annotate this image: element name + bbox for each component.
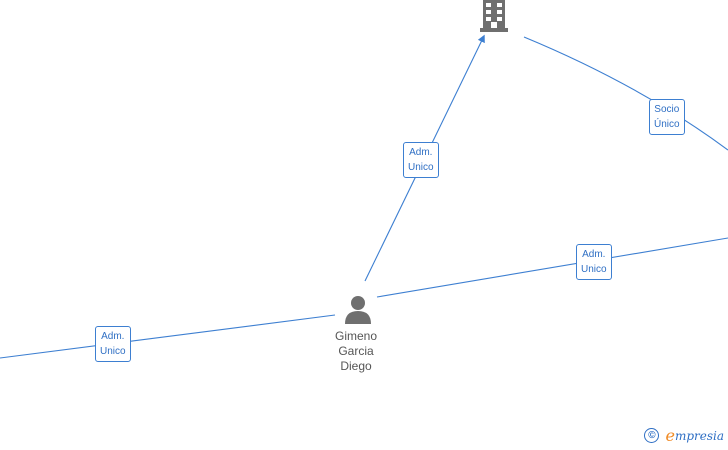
company-node[interactable]	[478, 0, 510, 33]
edge-adm-right	[376, 237, 728, 298]
edge-label-line: Unico	[581, 264, 607, 275]
edge-label-line: Adm.	[101, 331, 125, 342]
edge-label-line: Socio	[654, 104, 680, 115]
person-name-line: Gimeno	[334, 329, 378, 343]
brand-logo-initial: e	[665, 426, 675, 445]
edge-socio-unico	[523, 36, 728, 151]
person-name-line: Diego	[340, 359, 372, 373]
brand-logo-name: mpresia	[674, 428, 724, 443]
edge-label-line: Unico	[100, 346, 126, 357]
edge-label-line: Adm.	[582, 249, 606, 260]
person-icon	[345, 296, 371, 324]
edge-label-line: Único	[654, 119, 680, 130]
building-icon	[480, 0, 508, 32]
edge-adm-left	[0, 314, 336, 359]
person-node[interactable]	[343, 294, 373, 324]
edge-label-adm-right[interactable]: Adm. Unico	[576, 244, 612, 280]
edge-label-line: Adm.	[409, 147, 433, 158]
person-name-line: Garcia	[338, 344, 374, 358]
edge-label-line: Unico	[408, 162, 434, 173]
person-name-label[interactable]: Gimeno Garcia Diego	[321, 329, 391, 374]
edge-label-socio-unico[interactable]: Socio Único	[649, 99, 685, 135]
copyright-icon: ©	[644, 428, 660, 443]
empresia-brand: © e mpresia	[644, 426, 724, 445]
edge-label-adm-left[interactable]: Adm. Unico	[95, 326, 131, 362]
edge-label-adm-company[interactable]: Adm. Unico	[403, 142, 439, 178]
